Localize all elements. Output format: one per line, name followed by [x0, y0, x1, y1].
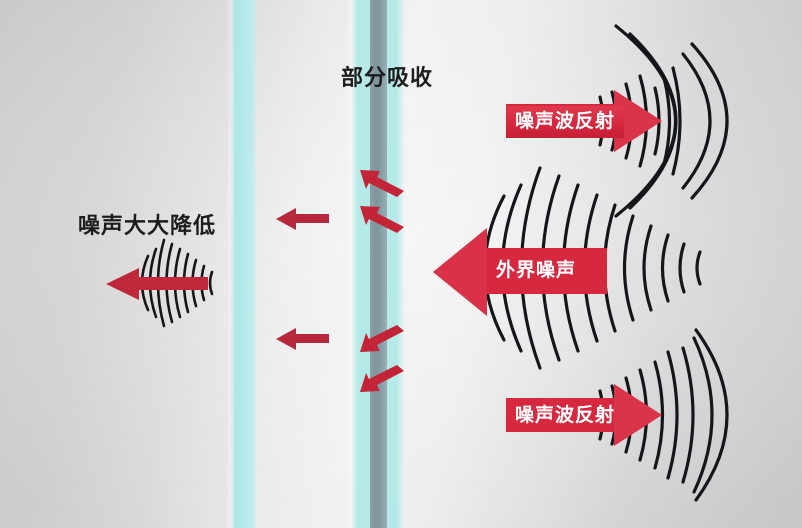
absorbed-arrow-2	[360, 206, 404, 233]
tag-reflection-top: 噪声波反射	[506, 106, 625, 138]
inner-glass-highlight	[226, 0, 234, 528]
transmitted-arrow-upper	[276, 208, 329, 230]
label-partial-absorption: 部分吸收	[341, 65, 434, 90]
inner-glass-pane	[231, 0, 257, 528]
reflection-arrow-bottom	[506, 384, 662, 446]
label-noise-greatly-reduced: 噪声大大降低	[78, 213, 217, 238]
outer-glass-highlight	[346, 0, 354, 528]
tag-external-noise: 外界噪声	[496, 260, 577, 281]
tag-reflection-bottom: 噪声波反射	[515, 405, 616, 426]
reflected-wave-top	[598, 24, 729, 218]
absorbing-core	[370, 0, 387, 528]
outer-glass-back	[387, 0, 404, 528]
absorbed-arrow-3	[360, 325, 404, 352]
outer-glass-front	[352, 0, 370, 528]
transmitted-arrow-lower	[276, 328, 329, 350]
absorbed-arrow-1	[360, 170, 404, 197]
absorbed-arrow-4	[360, 365, 404, 392]
external-noise-arrow	[433, 228, 607, 316]
attenuated-noise-arrow	[106, 268, 208, 300]
